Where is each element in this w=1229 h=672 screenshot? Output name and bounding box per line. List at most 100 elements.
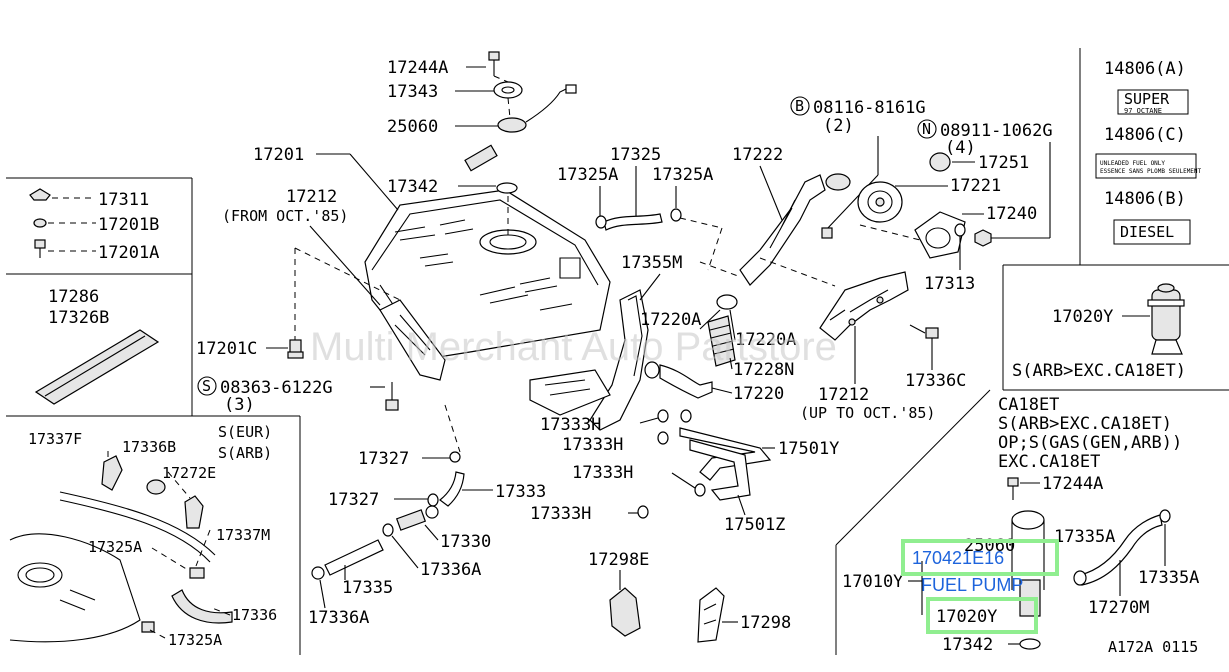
filler-tube-17222 xyxy=(739,173,851,286)
label-17501Z: 17501Z xyxy=(724,515,785,535)
label-17333: 17333 xyxy=(495,482,546,502)
screw-icon xyxy=(34,239,46,258)
clamps-17333H xyxy=(637,409,706,519)
label-17325: 17325 xyxy=(610,145,661,165)
hose-17220 xyxy=(644,361,713,399)
corrugated-hose-17228N xyxy=(707,315,736,367)
label-17337F: 17337F xyxy=(28,430,82,448)
label-17325A-r: 17325A xyxy=(652,165,713,185)
label-17333H-d: 17333H xyxy=(530,504,591,524)
label-17333H-a: 17333H xyxy=(540,415,601,435)
label-08363-6122G: 08363-6122G xyxy=(220,378,333,398)
tank-bracket-lower xyxy=(529,369,611,416)
label-17335A-b: 17335A xyxy=(1138,568,1199,588)
bolt-17244A-icon xyxy=(1007,477,1019,500)
tank-edge-icon xyxy=(9,533,141,643)
hose-17325 xyxy=(595,208,682,231)
label-17330: 17330 xyxy=(440,532,491,552)
label-17333H-b: 17333H xyxy=(562,435,623,455)
bolt-b-symbol: B xyxy=(790,96,810,116)
label-25060-top: 25060 xyxy=(387,117,438,137)
highlight-box-2 xyxy=(926,597,1038,634)
inset-protector: 17286 17326B xyxy=(34,287,160,405)
label-17244A-top: 17244A xyxy=(387,58,448,78)
grommet-icon xyxy=(33,218,47,228)
vent-hose-icon xyxy=(59,455,233,633)
nut-08911-icon xyxy=(974,229,992,247)
highlight-part-number: 170421E16 xyxy=(912,548,1004,568)
label-17325A-l: 17325A xyxy=(557,165,618,185)
valve-17330-icon xyxy=(395,505,439,531)
label-17222: 17222 xyxy=(732,145,783,165)
inset-eur-arb: 17337F 17336B S(EUR) S(ARB) 17272E 17337… xyxy=(9,423,277,649)
label-17336B: 17336B xyxy=(122,438,176,456)
svg-text:N: N xyxy=(922,120,931,138)
cap-17251-icon xyxy=(929,152,951,172)
right-inset-frames xyxy=(835,48,1229,655)
label-17326B: 17326B xyxy=(48,308,109,328)
sender-icon xyxy=(464,84,577,172)
label-17201A: 17201A xyxy=(98,243,159,263)
label-17355M: 17355M xyxy=(621,253,682,273)
highlight-box-1 xyxy=(901,539,1059,576)
screw-s-symbol: S xyxy=(197,376,217,396)
nut-n-symbol: N xyxy=(917,119,937,139)
label-17212-b-note: (UP TO OCT.'85) xyxy=(800,404,935,422)
label-17010Y: 17010Y xyxy=(842,572,903,592)
highlight-part-170421E16[interactable]: 170421E16 xyxy=(901,539,1059,576)
label-08116-qty: (2) xyxy=(823,116,854,136)
pipe-17501Y xyxy=(679,427,772,501)
label-17272E: 17272E xyxy=(162,464,216,482)
hose-17333 xyxy=(427,451,465,507)
decal-essence: ESSENCE SANS PLOMB SEULEMENT xyxy=(1100,168,1202,175)
label-14806A: 14806(A) xyxy=(1104,59,1186,79)
label-17333H-c: 17333H xyxy=(572,463,633,483)
packing-icon xyxy=(496,182,518,194)
label-17343: 17343 xyxy=(387,82,438,102)
label-17221: 17221 xyxy=(950,176,1001,196)
filler-base-17240 xyxy=(914,211,966,259)
label-17327-b: 17327 xyxy=(328,490,379,510)
bolt-08116-icon xyxy=(821,227,833,239)
bolt-17201C-icon xyxy=(287,339,304,359)
decal-diesel: DIESEL xyxy=(1120,223,1174,241)
hose-17270M xyxy=(1073,509,1171,586)
highlight-part-17020Y[interactable]: 17020Y xyxy=(926,597,1038,634)
label-17220A-l: 17220A xyxy=(640,310,701,330)
label-17212-a: 17212 xyxy=(286,187,337,207)
label-17342-top: 17342 xyxy=(387,177,438,197)
label-17325A-b: 17325A xyxy=(168,631,222,649)
protector-strip-icon xyxy=(34,329,160,405)
label-08116-8161G: 08116-8161G xyxy=(813,98,926,118)
label-17336A-b: 17336A xyxy=(308,608,369,628)
label-17251: 17251 xyxy=(978,153,1029,173)
label-group-14806: 14806(A) SUPER 97 OCTANE 14806(C) UNLEAD… xyxy=(1095,59,1202,245)
bracket-17212-up-to-85 xyxy=(819,271,909,341)
label-17201C: 17201C xyxy=(196,339,257,359)
label-17327-a: 17327 xyxy=(358,449,409,469)
label-17311: 17311 xyxy=(98,190,149,210)
label-08911-1062G: 08911-1062G xyxy=(940,121,1053,141)
label-17286: 17286 xyxy=(48,287,99,307)
fuel-pump-icon xyxy=(1147,283,1185,355)
clamp-17220A-top-icon xyxy=(716,294,738,310)
screw-08363-icon xyxy=(385,382,399,411)
label-17298: 17298 xyxy=(740,613,791,633)
vent-tube-17355M xyxy=(589,289,649,431)
label-14806C: 14806(C) xyxy=(1104,125,1186,145)
clip-17298E-icon xyxy=(609,587,641,637)
highlight-part-17020Y-text: 17020Y xyxy=(936,607,997,627)
label-17325A: 17325A xyxy=(88,538,142,556)
label-17220: 17220 xyxy=(733,384,784,404)
pump-assembly-lower-right: CA18ET S(ARB>EXC.CA18ET) OP;S(GAS(GEN,AR… xyxy=(842,395,1199,656)
decal-unleaded: UNLEADED FUEL ONLY xyxy=(1100,160,1165,167)
label-17298E: 17298E xyxy=(588,550,649,570)
bolt-17336C-icon xyxy=(909,324,939,339)
label-17336C: 17336C xyxy=(905,371,966,391)
seal-ring-icon xyxy=(493,81,523,99)
label-17228N: 17228N xyxy=(733,360,794,380)
svg-text:S: S xyxy=(202,377,211,395)
sender-unit-group xyxy=(455,51,577,240)
grommet-17313-icon xyxy=(954,223,966,237)
